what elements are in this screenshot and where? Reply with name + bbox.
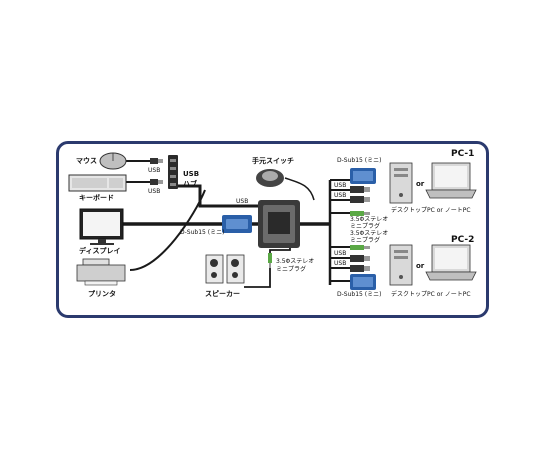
pc1-usb-label-2: USB: [334, 192, 346, 199]
pc1-usb-label-1: USB: [334, 182, 346, 189]
keyboard-icon: [68, 174, 127, 192]
usb-plug-icon: [350, 196, 370, 203]
laptop-icon: [425, 244, 477, 281]
usb-plug-icon: [350, 255, 370, 262]
speaker-stereo-label-2: ミニプラグ: [276, 265, 306, 273]
pc1-or: or: [416, 180, 425, 188]
speaker-icon: [205, 254, 245, 284]
audio-plug-icon: [350, 211, 370, 216]
kvm-switch-icon: [258, 200, 300, 248]
pc2-caption: デスクトップPC or ノートPC: [391, 290, 471, 298]
keyboard-usb-label: USB: [148, 188, 160, 195]
desktop-tower-icon: [389, 162, 413, 204]
pc2-stereo-label-2: ミニプラグ: [350, 236, 380, 244]
pc1-title: PC-1: [451, 149, 474, 159]
kvm-dsub-label: D-Sub15 (ミニ): [180, 229, 224, 236]
usb-plug-icon: [350, 186, 370, 193]
mouse-usb-label: USB: [148, 167, 160, 174]
monitor-icon: [79, 208, 124, 245]
speaker-stereo-label-1: 3.5Φステレオ: [276, 258, 314, 265]
keyboard-label: キーボード: [79, 193, 114, 202]
pc1-stereo-label-1: 3.5Φステレオ: [350, 216, 388, 223]
usb-hub-label-line1: USB: [183, 170, 199, 178]
pc2-usb-label-2: USB: [334, 260, 346, 267]
laptop-icon: [425, 162, 477, 199]
speaker-label: スピーカー: [205, 289, 240, 298]
usb-plug-icon: [150, 179, 163, 185]
printer-label: プリンタ: [88, 289, 116, 298]
usb-plug-icon: [150, 158, 163, 164]
mouse-label: マウス: [76, 156, 97, 165]
vga-connector-icon: [222, 215, 252, 233]
printer-icon: [76, 258, 126, 286]
audio-plug-icon: [350, 245, 370, 250]
remote-switch-icon: [256, 169, 284, 187]
mouse-icon: [99, 152, 127, 170]
pc2-or: or: [416, 262, 425, 270]
desktop-tower-icon: [389, 244, 413, 286]
pc2-usb-label-1: USB: [334, 250, 346, 257]
remote-switch-label: 手元スイッチ: [252, 156, 294, 165]
kvm-usb-label: USB: [236, 198, 248, 205]
vga-connector-icon: [350, 274, 376, 290]
vga-connector-icon: [350, 168, 376, 184]
pc1-caption: デスクトップPC or ノートPC: [391, 206, 471, 214]
pc1-dsub-label: D-Sub15 (ミニ): [337, 157, 381, 164]
usb-hub-icon: [168, 155, 178, 189]
usb-hub-label-line2: ハブ: [183, 179, 197, 188]
pc2-title: PC-2: [451, 235, 474, 245]
pc1-stereo-label-2: ミニプラグ: [350, 222, 380, 230]
audio-plug-icon: [268, 253, 272, 268]
pc2-stereo-label-1: 3.5Φステレオ: [350, 230, 388, 237]
display-label: ディスプレイ: [79, 246, 121, 255]
pc2-dsub-label: D-Sub15 (ミニ): [337, 291, 381, 298]
usb-plug-icon: [350, 265, 370, 272]
